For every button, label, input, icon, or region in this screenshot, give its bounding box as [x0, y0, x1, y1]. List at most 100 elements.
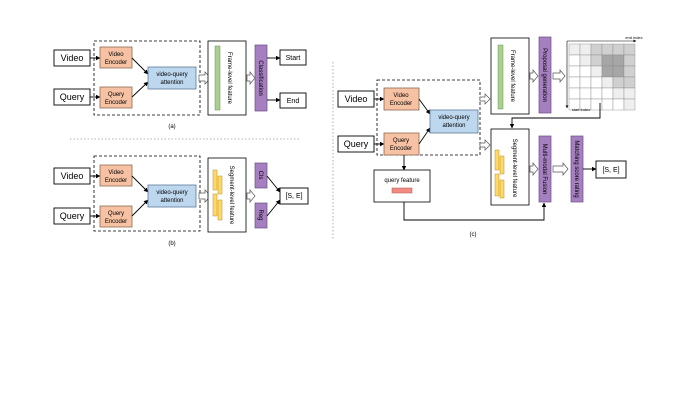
query-feature-bar	[391, 187, 413, 194]
grid-cell	[579, 54, 592, 67]
dashed-encoder-group-b	[93, 155, 201, 232]
hollow-arrow-3	[529, 69, 539, 83]
start-index-label: start index	[572, 107, 590, 112]
hollow-arrow-4	[552, 69, 566, 83]
hollow-arrow-5	[529, 162, 539, 176]
caption-c: (c)	[470, 232, 477, 238]
query-encoder-label-2: Encoder	[390, 146, 412, 152]
grid-cell	[612, 76, 625, 89]
grid-cell	[590, 76, 603, 89]
query-encoder-box	[99, 205, 133, 228]
attention-box	[429, 109, 479, 134]
grid-cell	[601, 76, 614, 89]
query-input-label: Query	[60, 211, 85, 221]
segment-feature-bars	[212, 169, 223, 221]
grid-cell	[601, 98, 614, 111]
attention-label-2: attention	[160, 80, 183, 86]
classification-head	[254, 44, 268, 112]
grid-cell	[568, 65, 581, 78]
se-output-box	[595, 160, 627, 179]
cls-head	[254, 162, 268, 189]
query-feature-label: query feature	[384, 178, 420, 184]
hollow-arrow-down	[479, 139, 491, 151]
grid-cell	[612, 87, 625, 100]
grid-cell	[601, 87, 614, 100]
caption-a: (a)	[168, 124, 175, 130]
grid-cell	[579, 87, 592, 100]
attention-label-2: attention	[160, 198, 183, 204]
fusion-label: Multi-modal Fusion	[541, 144, 547, 195]
video-encoder-label: Video	[108, 170, 124, 176]
end-output-label: End	[287, 98, 300, 105]
hollow-arrow-up	[479, 93, 491, 105]
grid-cell	[590, 65, 603, 78]
fusion-head	[538, 135, 552, 203]
grid-cell	[623, 54, 636, 67]
frame-feature-label: Frame-level feature	[226, 52, 232, 105]
end-index-label: end index	[625, 35, 642, 40]
start-output-box	[279, 49, 307, 66]
query-encoder-label: Query	[393, 138, 409, 144]
query-input-label: Query	[344, 139, 369, 149]
grid-cell	[601, 65, 614, 78]
frame-feature-bar	[497, 44, 504, 110]
frame-feature-label: Frame-level feature	[509, 50, 515, 103]
grid-cell	[579, 43, 592, 56]
grid-cell	[601, 54, 614, 67]
grid-cell	[579, 76, 592, 89]
query-encoder-label-2: Encoder	[105, 100, 127, 106]
hollow-arrow-2	[246, 189, 256, 203]
grid-cell	[623, 87, 636, 100]
panel-b: Video Query Video Encoder Query Encoder …	[53, 155, 309, 247]
attention-label: video-query	[156, 190, 187, 196]
grid-cell	[612, 65, 625, 78]
frame-feature-box	[490, 37, 530, 115]
grid-cell	[612, 54, 625, 67]
segment-feature-bars	[494, 149, 505, 199]
query-input-label: Query	[60, 92, 85, 102]
query-encoder-label-2: Encoder	[105, 219, 127, 225]
video-encoder-label-2: Encoder	[390, 101, 412, 107]
dashed-encoder-group-c	[376, 79, 481, 156]
video-encoder-label: Video	[108, 52, 124, 58]
grid-cell	[590, 87, 603, 100]
grid-cell	[590, 43, 603, 56]
video-encoder-box	[99, 164, 133, 187]
grid-cell	[623, 98, 636, 111]
grid-cell	[623, 76, 636, 89]
query-encoder-box	[99, 86, 133, 109]
proposal-generation-head	[538, 36, 552, 114]
grid-cell	[601, 43, 614, 56]
attention-label: video-query	[156, 72, 187, 78]
attention-label-2: attention	[442, 123, 465, 129]
grid-cell	[568, 76, 581, 89]
attention-box	[147, 66, 197, 90]
caption-b: (b)	[168, 241, 175, 247]
video-encoder-box	[99, 46, 133, 69]
frame-feature-bar	[214, 45, 221, 111]
video-input-label: Video	[345, 94, 368, 104]
se-output-label: [S, E]	[285, 193, 302, 200]
grid-cell	[568, 54, 581, 67]
segment-feature-label: Segment-level feature	[511, 139, 517, 198]
video-encoder-label: Video	[393, 93, 409, 99]
cls-label: Cls	[257, 171, 263, 180]
panel-a: Video Query Video Encoder Query Encoder …	[53, 40, 307, 130]
grid-cell	[568, 87, 581, 100]
start-output-label: Start	[286, 55, 301, 62]
frame-feature-box	[207, 40, 247, 116]
grid-cell	[579, 65, 592, 78]
query-feature-box	[373, 169, 431, 203]
attention-label: video-query	[438, 115, 469, 121]
se-output-box	[279, 187, 309, 205]
grid-cell	[568, 43, 581, 56]
video-encoder-label-2: Encoder	[105, 178, 127, 184]
end-output-box	[279, 92, 307, 109]
grid-to-segment-arrow	[509, 103, 601, 129]
grid-cell	[623, 65, 636, 78]
grid-cell	[612, 98, 625, 111]
se-output-label: [S, E]	[602, 167, 619, 174]
grid-cell	[612, 43, 625, 56]
matching-label: Matching score rating	[573, 140, 579, 197]
